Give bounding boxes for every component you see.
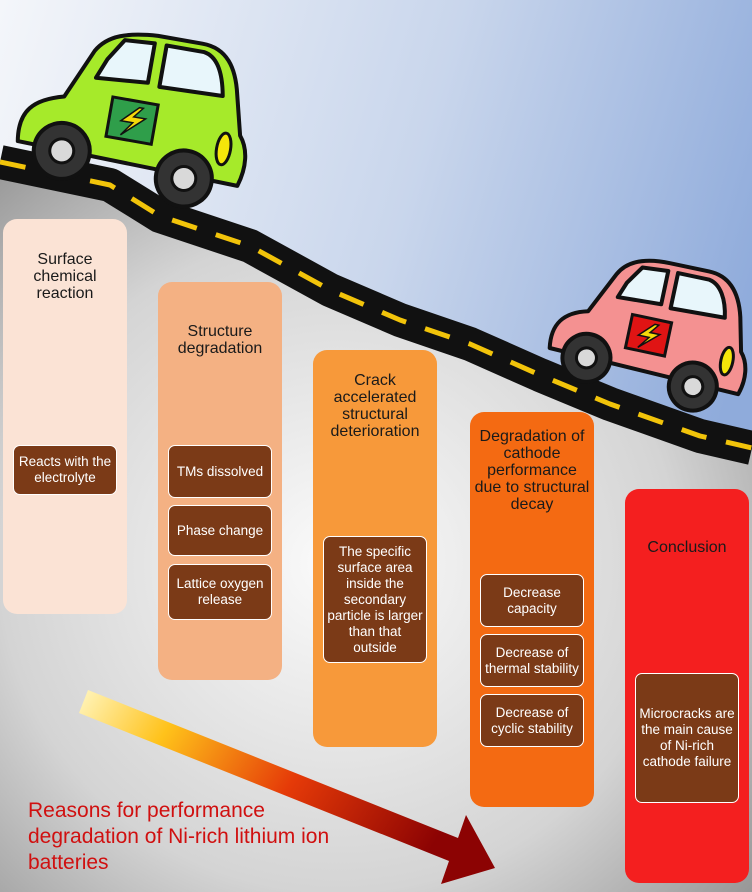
stage-item: Microcracks are the main cause of Ni-ric… bbox=[635, 673, 739, 803]
stage-item: Phase change bbox=[168, 505, 272, 556]
diagram-caption: Reasons for performance degradation of N… bbox=[28, 799, 330, 874]
stage-title: Degradation of cathode performance due t… bbox=[474, 428, 590, 513]
stage-structure-degradation: Structure degradation TMs dissolved Phas… bbox=[158, 282, 282, 680]
stage-item: The specific surface area inside the sec… bbox=[323, 536, 427, 663]
stage-title: Crack accelerated structural deteriorati… bbox=[330, 372, 420, 440]
stage-crack-accelerated-deterioration: Crack accelerated structural deteriorati… bbox=[313, 350, 437, 747]
stage-item: Reacts with the electrolyte bbox=[13, 445, 117, 495]
stage-title: Conclusion bbox=[647, 539, 727, 556]
stage-cathode-performance-degradation: Degradation of cathode performance due t… bbox=[470, 412, 594, 807]
stage-conclusion: Conclusion Microcracks are the main caus… bbox=[625, 489, 749, 883]
stage-title: Structure degradation bbox=[177, 323, 263, 357]
green-car bbox=[15, 32, 248, 209]
road bbox=[0, 145, 752, 465]
stage-item: Decrease capacity bbox=[480, 574, 584, 627]
stage-title: Surface chemical reaction bbox=[33, 251, 97, 302]
stage-item: Decrease of cyclic stability bbox=[480, 694, 584, 747]
pink-car bbox=[547, 258, 748, 413]
stage-item: Lattice oxygen release bbox=[168, 564, 272, 620]
stage-item: Decrease of thermal stability bbox=[480, 634, 584, 687]
stage-item: TMs dissolved bbox=[168, 445, 272, 498]
stage-surface-chemical-reaction: Surface chemical reaction Reacts with th… bbox=[3, 219, 127, 614]
degradation-arrow bbox=[79, 690, 495, 884]
